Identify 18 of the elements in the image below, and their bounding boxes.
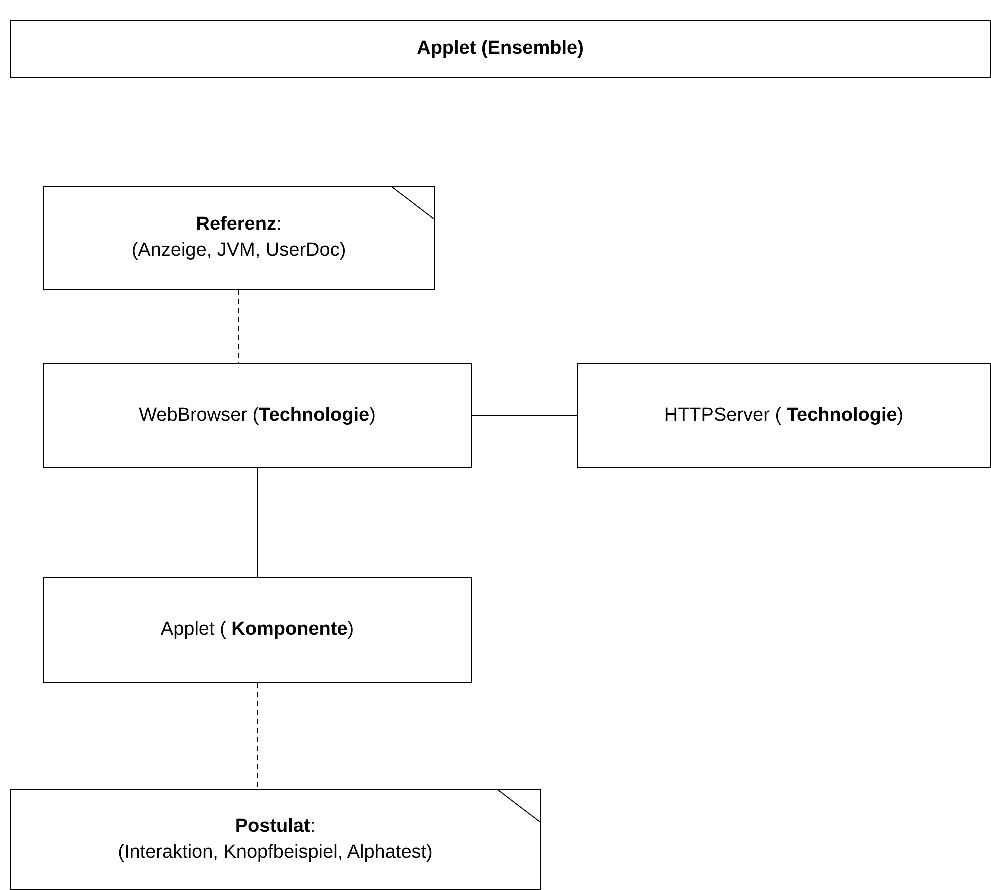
node-label: Applet ( Komponente) <box>160 618 354 642</box>
title-box <box>10 20 991 78</box>
component-box <box>43 363 472 468</box>
note-heading: Referenz: <box>196 213 282 238</box>
note-box <box>43 186 435 290</box>
note-body: (Interaktion, Knopfbeispiel, Alphatest) <box>118 840 433 864</box>
node-label: WebBrowser (Technologie) <box>139 404 376 428</box>
connector-line <box>257 468 258 578</box>
node-label: HTTPServer ( Technologie) <box>664 404 904 428</box>
component-box <box>43 577 472 683</box>
component-box <box>577 363 991 468</box>
connector-line <box>238 290 240 364</box>
note-body: (Anzeige, JVM, UserDoc) <box>132 239 346 263</box>
note-box <box>10 789 541 890</box>
node-label: Applet (Ensemble) <box>417 37 584 62</box>
connector-line <box>257 682 258 790</box>
note-heading: Postulat: <box>235 814 316 839</box>
connector-line <box>472 415 578 416</box>
